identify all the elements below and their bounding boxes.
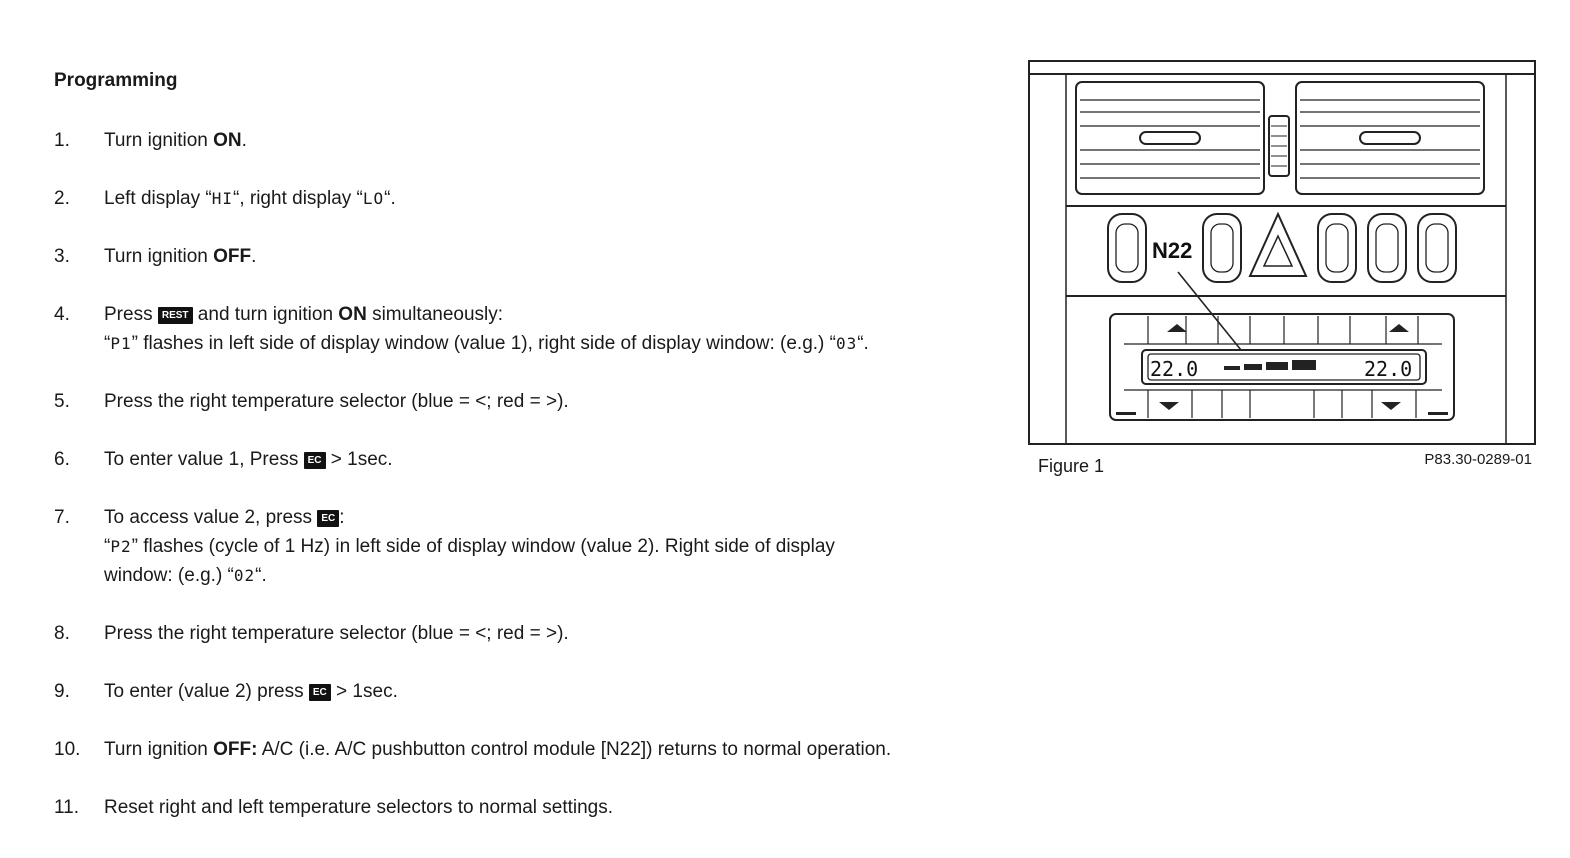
step-number: 2.	[54, 188, 70, 209]
step-emphasis: ON	[213, 130, 242, 151]
step-emphasis: ON	[338, 304, 367, 325]
step-text: and turn ignition	[192, 304, 339, 325]
step-9: 9. To enter (value 2) press EC > 1sec.	[54, 677, 1014, 706]
step-number: 7.	[54, 507, 70, 528]
step-5: 5. Press the right temperature selector …	[54, 387, 1014, 416]
step-text: To enter value 1, Press	[104, 449, 304, 470]
step-number: 9.	[54, 681, 70, 702]
step-text: “.	[384, 188, 396, 209]
step-text: To access value 2, press	[104, 507, 318, 528]
step-text: :	[339, 507, 345, 528]
display-code: 03	[835, 334, 858, 353]
rest-key-icon: REST	[157, 307, 193, 324]
n22-callout: N22	[1152, 238, 1192, 263]
step-text: Turn ignition	[104, 130, 214, 151]
step-text: Turn ignition	[104, 246, 214, 267]
step-text: Reset right and left temperature selecto…	[104, 797, 614, 818]
ac-module	[1109, 313, 1455, 421]
step-text: > 1sec.	[325, 449, 393, 470]
step-text: Left display “	[104, 188, 212, 209]
step-3: 3. Turn ignition OFF.	[54, 242, 1014, 271]
step-8: 8. Press the right temperature selector …	[54, 619, 1014, 648]
step-number: 4.	[54, 304, 70, 325]
display-code: P1	[110, 334, 132, 353]
ac-control-panel-figure: N22 22.0 22.0	[1028, 60, 1536, 445]
display-code: LO	[362, 189, 385, 208]
step-text: ” flashes in left side of display window…	[131, 333, 836, 354]
steps-list: 1. Turn ignition ON. 2. Left display “HI…	[54, 126, 1014, 822]
ec-key-icon: EC	[317, 510, 340, 527]
ec-key-icon: EC	[308, 684, 331, 701]
step-text: “	[104, 536, 111, 557]
step-number: 10.	[54, 739, 81, 760]
step-4: 4. Press REST and turn ignition ON simul…	[54, 300, 1014, 358]
step-text: ” flashes (cycle of 1 Hz) in left side o…	[131, 536, 835, 557]
step-text: Press the right temperature selector (bl…	[104, 391, 569, 412]
step-emphasis: OFF:	[213, 739, 258, 760]
step-11: 11. Reset right and left temperature sel…	[54, 793, 1014, 822]
step-text: “	[104, 333, 111, 354]
step-text: Press	[104, 304, 158, 325]
figure-caption: Figure 1	[1038, 456, 1105, 476]
step-number: 1.	[54, 130, 70, 151]
step-emphasis: OFF	[213, 246, 252, 267]
step-text: Turn ignition	[104, 739, 214, 760]
step-text: “.	[255, 565, 267, 586]
step-text: .	[251, 246, 257, 267]
display-code: 02	[233, 566, 256, 585]
step-text: .	[241, 130, 247, 151]
step-10: 10. Turn ignition OFF: A/C (i.e. A/C pus…	[54, 735, 1014, 764]
display-code: P2	[110, 537, 132, 556]
step-number: 11.	[54, 797, 80, 818]
step-number: 3.	[54, 246, 70, 267]
step-text: “.	[857, 333, 869, 354]
display-right-temp: 22.0	[1364, 357, 1412, 381]
step-text: “, right display “	[233, 188, 363, 209]
ec-key-icon: EC	[303, 452, 326, 469]
step-text: A/C (i.e. A/C pushbutton control module …	[257, 739, 892, 760]
step-1: 1. Turn ignition ON.	[54, 126, 1014, 155]
left-vent	[1075, 81, 1265, 195]
step-text: To enter (value 2) press	[104, 681, 309, 702]
step-number: 5.	[54, 391, 70, 412]
step-number: 6.	[54, 449, 70, 470]
step-text: Press the right temperature selector (bl…	[104, 623, 569, 644]
figure-code: P83.30-0289-01	[1424, 451, 1532, 468]
right-vent	[1295, 81, 1485, 195]
step-number: 8.	[54, 623, 70, 644]
display-code: HI	[211, 189, 233, 208]
display-left-temp: 22.0	[1150, 357, 1198, 381]
step-text: window: (e.g.) “	[104, 565, 234, 586]
step-2: 2. Left display “HI“, right display “LO“…	[54, 184, 1014, 213]
section-heading: Programming	[54, 70, 178, 91]
figure-frame	[1028, 60, 1536, 445]
step-7: 7. To access value 2, press EC: “P2” fla…	[54, 503, 1014, 590]
step-text: simultaneously:	[366, 304, 504, 325]
step-text: > 1sec.	[330, 681, 398, 702]
step-6: 6. To enter value 1, Press EC > 1sec.	[54, 445, 1014, 474]
